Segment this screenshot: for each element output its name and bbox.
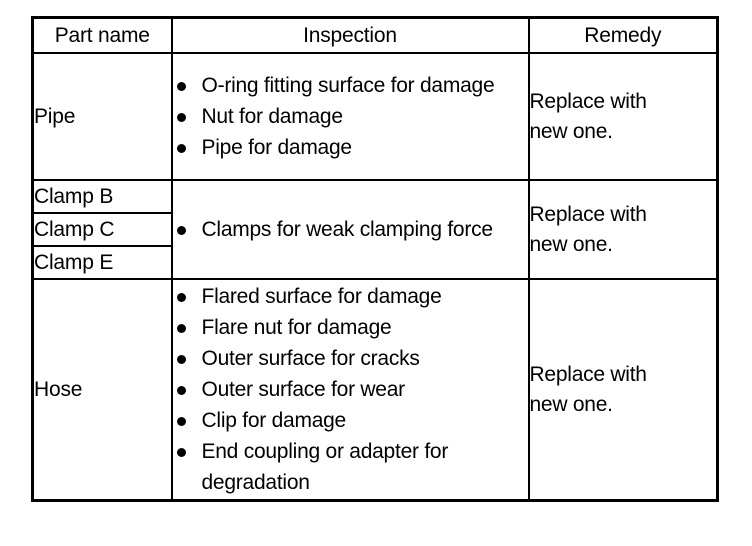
remedy-line: new one. (529, 119, 613, 143)
table-header-row: Part name Inspection Remedy (31, 16, 719, 54)
list-item: Clip for damage (173, 405, 528, 436)
inspection-cell-hose: Flared surface for damage Flare nut for … (170, 278, 530, 502)
part-name-cell-clamp-b: Clamp B (31, 179, 173, 214)
list-item: Outer surface for wear (173, 374, 528, 405)
remedy-cell-clamps: Replace with new one. (527, 179, 719, 280)
inspection-item-text: Flare nut for damage (201, 316, 392, 339)
list-item: O-ring fitting surface for damage (173, 70, 528, 101)
inspection-cell-pipe: O-ring fitting surface for damage Nut fo… (170, 52, 530, 181)
list-item: Pipe for damage (173, 132, 528, 163)
part-name-cell-clamp-e: Clamp E (31, 245, 173, 280)
list-item: Outer surface for cracks (173, 343, 528, 374)
bullet-icon (176, 355, 186, 364)
list-item: Nut for damage (173, 101, 528, 132)
inspection-list: Flared surface for damage Flare nut for … (173, 281, 528, 498)
inspection-item-text: Pipe for damage (201, 136, 353, 159)
remedy-line: Replace with (529, 89, 647, 113)
remedy-cell-hose: Replace with new one. (527, 278, 719, 502)
inspection-item-text: Flared surface for damage (201, 285, 442, 308)
inspection-list: Clamps for weak clamping force (173, 214, 528, 245)
remedy-line: new one. (529, 392, 613, 416)
table-header: Part name Inspection Remedy (31, 16, 719, 54)
part-name-cell-pipe: Pipe (31, 52, 173, 181)
table-row: Clamp E (31, 245, 718, 280)
remedy-line: new one. (529, 232, 613, 256)
list-item: Clamps for weak clamping force (173, 214, 528, 245)
inspection-cell-clamps: Clamps for weak clamping force (170, 179, 530, 280)
inspection-remedy-table: Part name Inspection Remedy Pipe O-ring … (31, 16, 719, 502)
column-header-remedy: Remedy (527, 16, 719, 54)
bullet-icon (176, 448, 186, 457)
table-row: Pipe O-ring fitting surface for damage N… (31, 52, 719, 181)
inspection-item-text: Outer surface for wear (201, 378, 406, 401)
remedy-line: Replace with (529, 202, 647, 226)
bullet-icon (176, 293, 186, 302)
inspection-item-text: Nut for damage (201, 105, 344, 128)
inspection-list: O-ring fitting surface for damage Nut fo… (173, 70, 528, 163)
list-item: Flared surface for damage (173, 281, 528, 312)
inspection-item-text: Clamps for weak clamping force (201, 218, 494, 241)
inspection-item-text: O-ring fitting surface for damage (201, 74, 495, 97)
list-item: Flare nut for damage (173, 312, 528, 343)
bullet-icon (176, 226, 186, 235)
bullet-icon (176, 82, 186, 91)
part-name-cell-clamp-c: Clamp C (31, 212, 173, 247)
table-body: Pipe O-ring fitting surface for damage N… (31, 52, 719, 502)
part-name-cell-hose: Hose (31, 278, 173, 502)
bullet-icon (176, 113, 186, 122)
remedy-line: Replace with (529, 362, 647, 386)
bullet-icon (176, 417, 186, 426)
bullet-icon (176, 324, 186, 333)
column-header-part-name: Part name (31, 16, 173, 54)
table-row: Hose Flared surface for damage Flare nut… (31, 278, 719, 502)
column-header-inspection: Inspection (170, 16, 530, 54)
bullet-icon (176, 144, 186, 153)
list-item: End coupling or adapter for degradation (173, 436, 528, 498)
table-row: Clamp B Clamps for weak clamping force R… (31, 179, 719, 280)
table-row: Clamp C (31, 212, 718, 247)
inspection-item-text: Outer surface for cracks (201, 347, 420, 370)
inspection-item-text: Clip for damage (201, 409, 347, 432)
remedy-cell-pipe: Replace with new one. (527, 52, 719, 181)
bullet-icon (176, 386, 186, 395)
inspection-item-text: End coupling or adapter for degradation (201, 440, 449, 494)
